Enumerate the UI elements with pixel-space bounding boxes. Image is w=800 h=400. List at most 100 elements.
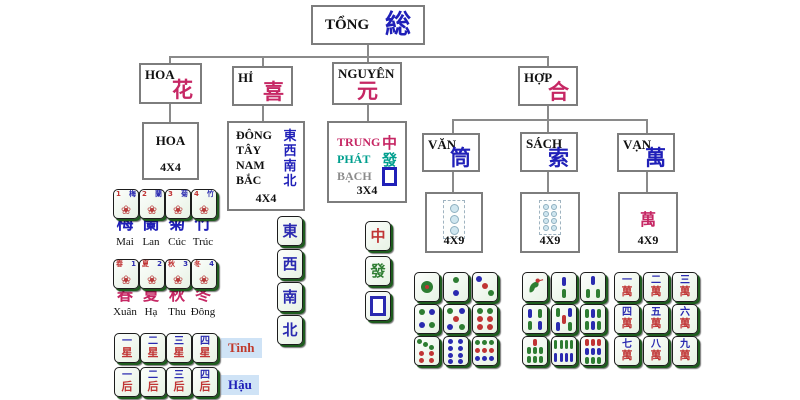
dot [475,356,480,361]
dot [489,348,494,353]
node-hi: HỈ 喜 [232,66,293,106]
dots-5-tile [443,304,469,334]
bamboo-stick [527,347,531,354]
bamboo-stick [597,321,601,330]
node-hoa-group-count: 4X4 [160,160,181,174]
dot [482,283,488,289]
tile-glyph: ❀ [146,203,158,217]
bamboo-stick [597,309,601,318]
dot [475,348,480,353]
bamboo-9-tile [580,336,606,366]
bamboo-stick [562,315,566,324]
tile-text: 二星 [147,335,159,360]
dot [419,351,424,356]
tile-text: 一后 [121,369,133,394]
tile-text: 三星 [173,335,185,360]
wan-tile: 四萬 [614,304,640,334]
dot [458,346,463,351]
wind-cjk: 東 [283,128,297,143]
wan-tile: 六萬 [672,304,698,334]
connector-line [452,119,454,134]
dots-9-tile [472,336,498,366]
dragon-trung-cjk: 中 [381,136,397,152]
node-nguyen-label: NGUYÊN [338,66,395,81]
dot [425,285,429,289]
tile-glyph: 梅 [129,190,136,198]
connector-line [646,119,648,134]
connector-line [452,119,648,121]
dots-8-tile [443,336,469,366]
dot [448,353,453,358]
bamboo-stick [597,348,601,355]
node-tong: TỔNG 総 [311,5,425,45]
node-sach-label: SÁCH [526,136,563,151]
dot [475,340,480,345]
connector-line [547,119,549,133]
dot [419,358,424,363]
tile-text: 二后 [147,369,159,394]
tinh-label: Tinh [221,338,262,358]
bamboo-stick [585,309,589,318]
node-hoa-group-label: HOA [155,133,186,148]
node-hi-cjk: 喜 [263,80,284,104]
flower-viet: Trúc [192,236,214,248]
bamboo-stick [597,357,601,364]
tile-glyph: 發 [370,261,386,280]
bamboo-stick [533,356,537,363]
tile-text: 四后 [199,369,211,394]
node-hoa-group: HOA 4X4 [142,122,199,180]
bamboo-stick [568,308,572,317]
tile-text: 一星 [121,335,133,360]
connector-line [452,172,454,193]
bamboo-stick [565,353,568,362]
dot [487,308,493,314]
tile-glyph: 竹 [207,190,214,198]
wind-cjk: 北 [283,173,297,188]
wan-tile: 五萬 [643,304,669,334]
bamboo-4-tile [522,304,548,334]
dot [487,316,493,322]
flower-cjk: 蘭 [142,214,160,233]
wind-viet: BẮC [236,173,262,187]
flower-viet: Lan [142,236,160,248]
tile-text: 五萬 [650,306,662,331]
bamboo-stick [562,289,566,298]
dot [482,340,487,345]
tile-glyph: 春 [116,260,123,268]
node-tong-cjk: 総 [384,10,411,39]
tile-glyph: ❀ [198,273,210,287]
node-hoa: HOA 花 [139,63,202,104]
node-dragons-group-count: 3X4 [356,183,378,197]
wind-tile: 南 [277,282,303,312]
bamboo-stick [597,339,601,346]
node-wan-count: 4X9 [637,233,659,247]
bamboo-stick [570,353,573,362]
wan-tile: 九萬 [672,336,698,366]
node-van-cjk: 筒 [450,146,471,170]
dot [482,348,487,353]
wind-tile: 西 [277,249,303,279]
tile-text: 四萬 [621,306,633,331]
bamboo-stick [591,276,595,285]
wind-viet: TÂY [236,143,262,157]
dot [429,345,434,350]
bamboo-stick [554,340,557,349]
node-winds-group-count: 4X4 [255,191,277,205]
node-hop-cjk: 合 [548,80,569,104]
dots-sample-icon [443,200,465,239]
season-viet: Xuân [113,306,137,318]
dragon-bach-label: BẠCH [337,169,372,183]
bamboo-stick [560,340,563,349]
wind-tile: 北 [277,315,303,345]
season-viet: Thu [168,306,186,318]
node-hoa-cjk: 花 [172,78,193,102]
bamboo-stick [556,322,560,331]
hau-label: Hậu [221,375,259,395]
node-wan: VẠN 萬 [617,133,675,172]
tile-text: 三萬 [679,274,691,299]
node-van-count: 4X9 [443,233,465,247]
dot [459,308,465,314]
connector-line [367,56,369,63]
dot [447,308,453,314]
bamboo-stick [562,277,566,286]
